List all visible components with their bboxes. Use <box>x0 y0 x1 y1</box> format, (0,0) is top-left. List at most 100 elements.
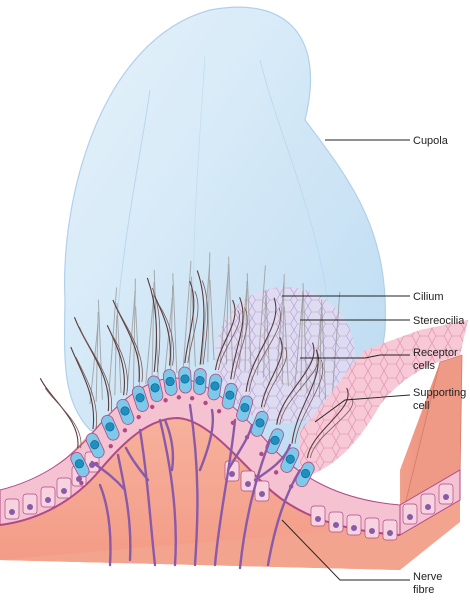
receptor-cell <box>259 428 284 457</box>
stereocilium <box>219 272 229 363</box>
stereocilium <box>238 288 248 369</box>
receptor-cell-nucleus <box>285 454 295 464</box>
leader-nerve-fibre <box>281 519 410 581</box>
stereocilium <box>207 252 211 363</box>
supporting-cell-nucleus <box>176 395 182 400</box>
receptor-cell <box>131 385 149 420</box>
receptor-cell <box>101 414 120 449</box>
receptor-cell-nucleus <box>270 435 280 445</box>
stereocilium <box>132 278 136 389</box>
supporting-cell-nucleus <box>163 398 168 403</box>
cilium-hair <box>201 280 209 365</box>
epithelial-nucleus <box>76 476 82 482</box>
epithelial-nucleus <box>61 488 67 494</box>
epithelial-nucleus <box>351 525 357 531</box>
nerve-fibres <box>90 403 302 570</box>
cilium-hair <box>151 287 161 372</box>
cilium-hair <box>117 309 143 383</box>
stereocilium <box>97 299 103 400</box>
stereocilium <box>201 264 211 365</box>
cilium-hair <box>44 388 82 449</box>
receptor-cell-nucleus <box>105 422 115 432</box>
cilium-hair <box>294 359 324 444</box>
cilium-hair <box>279 352 320 425</box>
cilium-hair <box>291 349 319 444</box>
epithelial-nucleus <box>27 504 33 510</box>
stereocilium <box>263 297 267 378</box>
epithelial-nucleus <box>369 528 375 534</box>
receptor-cell <box>116 398 135 433</box>
tissue-block <box>0 320 468 570</box>
cilium-hair <box>276 342 315 425</box>
stereocilium <box>163 297 173 378</box>
supporting-cell-nucleus <box>150 404 155 410</box>
cilium-hair <box>75 356 98 430</box>
cilium-hair <box>79 327 113 412</box>
cilium-hair <box>260 336 283 408</box>
stereocilium <box>228 256 234 367</box>
receptor-cell <box>203 373 223 406</box>
receptor-cell-nucleus <box>255 418 265 428</box>
stereocilium <box>321 299 327 400</box>
supporting-cell-nucleus <box>122 428 128 433</box>
receptor-cell <box>176 366 192 400</box>
cilium-hair <box>230 297 244 380</box>
cilium-hair <box>248 307 281 392</box>
receptor-cell-nucleus <box>74 459 84 469</box>
stereocilium <box>281 274 285 385</box>
receptor-cell-nucleus <box>210 381 220 391</box>
stereocilium <box>170 285 174 376</box>
stereocilium <box>331 291 341 402</box>
stereocilium <box>182 260 192 372</box>
cilium-hair <box>106 325 125 396</box>
stereocilium <box>244 280 248 372</box>
epithelial-nucleus <box>425 504 431 510</box>
epithelial-nucleus <box>45 497 51 503</box>
supporting-cell-nucleus <box>216 408 222 414</box>
receptor-cell-nucleus <box>195 376 205 386</box>
receptor-cell <box>273 447 300 475</box>
epithelial-nucleus <box>9 509 15 515</box>
stereocilium <box>188 288 192 369</box>
receptor-cell <box>189 368 207 401</box>
labels: Cupola Cilium Stereocilia Receptor cells… <box>413 135 466 596</box>
stereocilium <box>114 315 118 396</box>
stereocilium <box>95 311 99 402</box>
stereocilium <box>246 273 252 374</box>
stereocilium <box>265 289 271 380</box>
epithelial-nucleus <box>387 530 393 536</box>
cilium-hair <box>245 297 277 392</box>
supporting-cell-nucleus <box>136 414 141 420</box>
cilia <box>39 270 354 459</box>
receptor-cell-nucleus <box>240 403 250 413</box>
receptor-cell-nucleus <box>165 376 175 386</box>
cilium-hair <box>214 299 236 371</box>
cilium-hair <box>112 299 140 383</box>
receptor-cell <box>70 452 90 486</box>
supporting-cell-nucleus <box>108 443 113 449</box>
stereocilium <box>283 306 289 387</box>
cilium-hair <box>184 280 195 364</box>
stereocilium <box>294 298 304 389</box>
epithelial-nucleus <box>245 481 251 487</box>
cilium-hair <box>73 316 110 412</box>
receptor-cell-nucleus <box>120 406 130 416</box>
supporting-cell-nucleus <box>79 480 84 486</box>
label-nerve-line1: Nerve <box>413 571 442 583</box>
receptor-cell-nucleus <box>301 469 311 479</box>
cilium-hair <box>153 295 171 366</box>
supporting-cell-nucleus <box>259 451 264 457</box>
supporting-cell-nucleus <box>273 470 279 475</box>
epithelial-nucleus <box>333 522 339 528</box>
label-supporting-line2: cell <box>413 400 430 412</box>
cilium-hair <box>159 305 174 366</box>
epithelial-nucleus <box>315 516 321 522</box>
stereocilium <box>300 290 304 391</box>
label-stereocilia: Stereocilia <box>413 315 465 327</box>
epithelial-nucleus <box>259 491 265 497</box>
stereocilium <box>302 282 308 394</box>
cilium-hair <box>218 309 240 371</box>
label-nerve-line2: fibre <box>413 584 434 596</box>
